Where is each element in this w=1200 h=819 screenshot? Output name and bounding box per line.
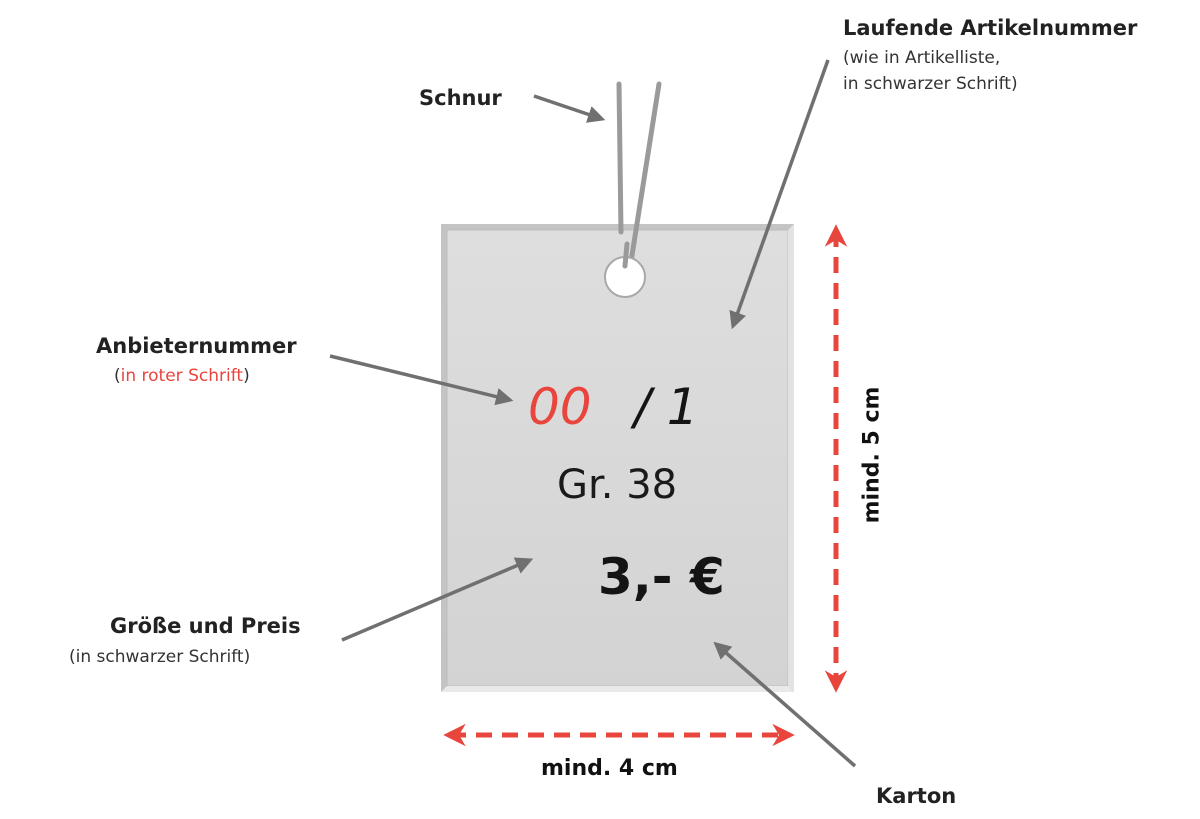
laufende-artikelnummer-label: Laufende Artikelnummer (843, 16, 1138, 40)
laufende-artikelnummer-note-1: (wie in Artikelliste, (843, 48, 1001, 68)
tag-card (441, 224, 794, 692)
schnur-arrow (533, 94, 606, 123)
karton-label: Karton (876, 784, 957, 808)
groesse-preis-label: Größe und Preis (110, 614, 301, 638)
karton-arrow (713, 641, 857, 768)
height-dimension-label: mind. 5 cm (859, 386, 885, 524)
seller-number: 00 (528, 378, 592, 436)
width-dimension-label: mind. 4 cm (541, 756, 678, 781)
anbieternummer-note-red: in roter Schrift (120, 366, 244, 386)
anbieternummer-note-close: ) (243, 366, 250, 386)
groesse-arrow (341, 557, 534, 642)
schnur-label: Schnur (419, 86, 502, 110)
anbieternummer-label: Anbieternummer (96, 334, 297, 358)
anbieternummer-note-open: ( (114, 366, 121, 386)
laufende-artikelnummer-note-2: in schwarzer Schrift) (843, 74, 1018, 94)
anbieternummer-note: (in roter Schrift) (114, 364, 250, 388)
groesse-preis-note: (in schwarzer Schrift) (69, 647, 251, 667)
laufende-arrow (729, 59, 830, 330)
price-text: 3,- € (598, 548, 725, 606)
anbieter-arrow (329, 354, 514, 406)
item-number: / 1 (634, 378, 699, 436)
string (616, 81, 662, 271)
size-text: Gr. 38 (557, 462, 678, 508)
